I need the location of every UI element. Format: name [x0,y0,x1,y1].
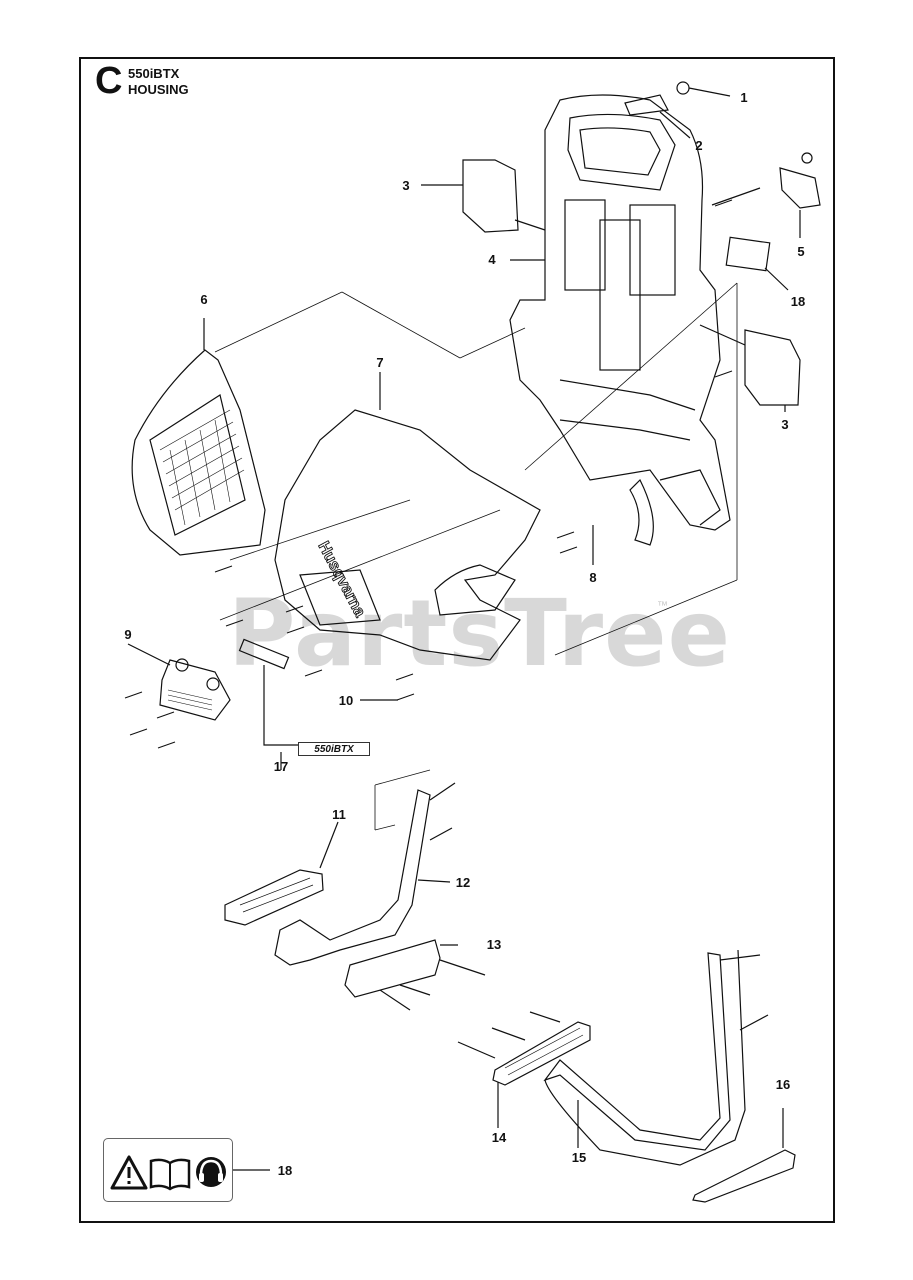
callout-5: 5 [797,244,805,259]
callout-3-top: 3 [402,178,410,193]
diagram-frame [79,57,835,1223]
callout-13: 13 [486,937,502,952]
callout-6: 6 [200,292,208,307]
safety-symbols-badge [103,1138,233,1202]
callout-18-top: 18 [790,294,806,309]
watermark-tm: ™ [657,600,668,612]
handle-pad-14 [492,1021,591,1086]
frame-bar-12 [274,789,431,966]
manual-book-icon [149,1158,191,1191]
callout-3-right: 3 [781,417,789,432]
callout-2: 2 [695,138,703,153]
warning-triangle-icon [110,1155,148,1190]
callout-17: 17 [273,759,289,774]
callout-4: 4 [488,252,496,267]
handle-pad-13 [344,939,441,998]
handle-pad-16 [692,1149,796,1203]
callout-8: 8 [589,570,597,585]
model-decal: 550iBTX [298,742,370,756]
callout-1: 1 [740,90,748,105]
callout-7: 7 [376,355,384,370]
ear-protection-icon [196,1157,226,1187]
main-housing-cover [274,409,541,661]
callout-9: 9 [124,627,132,642]
backplate-part [509,94,731,531]
inlet-grille [159,659,231,721]
side-grille-cover [131,349,266,556]
section-title: HOUSING [128,82,189,97]
callout-10: 10 [338,693,354,708]
section-model: 550iBTX [128,66,180,81]
callout-11: 11 [332,807,346,822]
callout-16: 16 [775,1077,791,1092]
callout-15: 15 [571,1150,587,1165]
callout-14: 14 [491,1130,507,1145]
handle-pad-11 [224,869,324,926]
callout-18-badge: 18 [277,1163,293,1178]
section-letter: C [95,60,123,102]
callout-12: 12 [455,875,471,890]
frame-bar-15 [543,952,731,1151]
